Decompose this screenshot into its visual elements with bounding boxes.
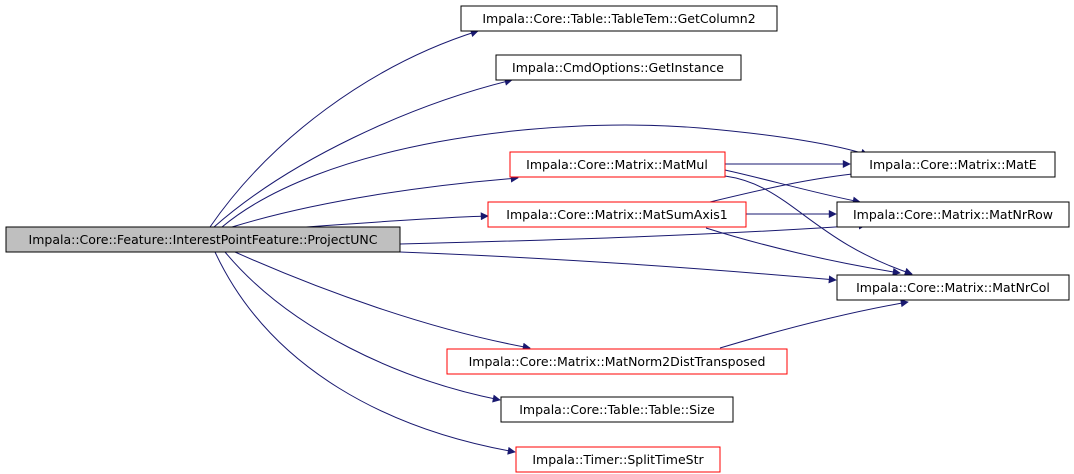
node-matmul-box bbox=[509, 151, 726, 178]
node-matsumaxis1-box bbox=[487, 201, 747, 228]
node-splittimestr-box bbox=[515, 446, 721, 473]
edge-root-to-getinstance bbox=[213, 77, 513, 228]
node-matsumaxis1-label: Impala::Core::Matrix::MatSumAxis1 bbox=[506, 207, 727, 222]
node-matnrrow-box bbox=[836, 201, 1070, 228]
node-root-label: Impala::Core::Feature::InterestPointFeat… bbox=[29, 232, 378, 247]
node-getinstance-label: Impala::CmdOptions::GetInstance bbox=[512, 60, 724, 75]
node-mate-box bbox=[850, 151, 1056, 178]
node-matnorm2[interactable]: Impala::Core::Matrix::MatNorm2DistTransp… bbox=[446, 348, 788, 375]
node-matmul-label: Impala::Core::Matrix::MatMul bbox=[526, 157, 708, 172]
node-tablesize-box bbox=[500, 396, 734, 423]
node-mate[interactable]: Impala::Core::Matrix::MatE bbox=[850, 151, 1056, 178]
edge-root-to-matnorm2 bbox=[234, 251, 531, 351]
node-splittimestr[interactable]: Impala::Timer::SplitTimeStr bbox=[515, 446, 721, 473]
node-mate-label: Impala::Core::Matrix::MatE bbox=[869, 157, 1036, 172]
edge-root-to-matnrrow bbox=[399, 221, 867, 245]
edge-root-to-matnrcol bbox=[399, 251, 837, 284]
node-root[interactable]: Impala::Core::Feature::InterestPointFeat… bbox=[5, 226, 401, 253]
node-getcolumn2-box bbox=[460, 5, 778, 32]
node-splittimestr-label: Impala::Timer::SplitTimeStr bbox=[532, 452, 704, 467]
node-tablesize[interactable]: Impala::Core::Table::Table::Size bbox=[500, 396, 734, 423]
edge-root-to-matmul bbox=[231, 174, 519, 228]
node-matnrcol-box bbox=[836, 274, 1070, 301]
edge-matmul-to-matnrcol bbox=[724, 175, 913, 276]
node-matmul[interactable]: Impala::Core::Matrix::MatMul bbox=[509, 151, 726, 178]
node-root-box bbox=[5, 226, 401, 253]
edge-root-to-tablesize bbox=[224, 251, 501, 403]
edge-root-to-getcolumn2 bbox=[209, 29, 479, 228]
node-matnorm2-box bbox=[446, 348, 788, 375]
node-getcolumn2[interactable]: Impala::Core::Table::TableTem::GetColumn… bbox=[460, 5, 778, 32]
node-matnrrow[interactable]: Impala::Core::Matrix::MatNrRow bbox=[836, 201, 1070, 228]
node-getinstance[interactable]: Impala::CmdOptions::GetInstance bbox=[495, 54, 742, 81]
node-tablesize-label: Impala::Core::Table::Table::Size bbox=[519, 402, 715, 417]
node-matnrcol[interactable]: Impala::Core::Matrix::MatNrCol bbox=[836, 274, 1070, 301]
edge-matmul-to-matnrrow bbox=[724, 169, 861, 205]
node-matsumaxis1[interactable]: Impala::Core::Matrix::MatSumAxis1 bbox=[487, 201, 747, 228]
edge-root-to-splittimestr bbox=[214, 251, 516, 455]
edge-root-to-mate bbox=[221, 124, 869, 228]
node-getcolumn2-label: Impala::Core::Table::TableTem::GetColumn… bbox=[482, 11, 755, 26]
node-matnrcol-label: Impala::Core::Matrix::MatNrCol bbox=[856, 280, 1050, 295]
node-getinstance-box bbox=[495, 54, 742, 81]
node-matnorm2-label: Impala::Core::Matrix::MatNorm2DistTransp… bbox=[469, 354, 766, 369]
edge-matnorm2-to-matnrcol bbox=[719, 299, 909, 349]
node-matnrrow-label: Impala::Core::Matrix::MatNrRow bbox=[853, 207, 1053, 222]
edge-matsumaxis1-to-mate bbox=[709, 169, 863, 203]
edge-matsumaxis1-to-matnrcol bbox=[705, 227, 901, 276]
